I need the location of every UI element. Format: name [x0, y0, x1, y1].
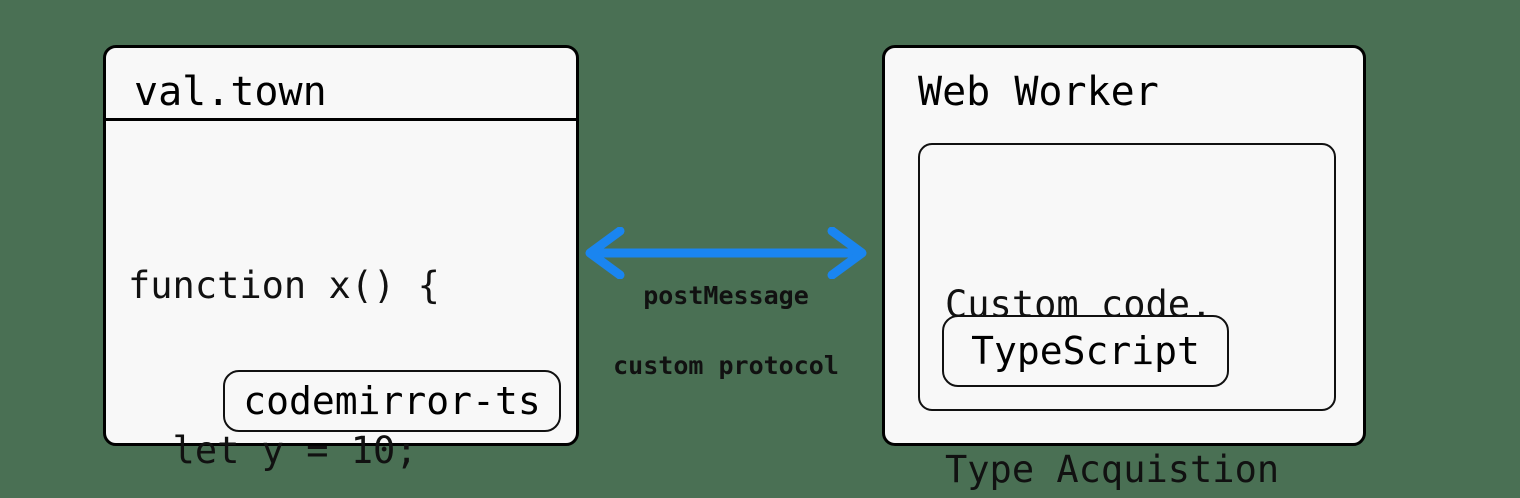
typescript-badge: TypeScript [942, 315, 1229, 387]
web-worker-title: Web Worker [918, 69, 1159, 115]
codemirror-ts-badge: codemirror-ts [223, 370, 561, 432]
double-headed-arrow-icon [585, 227, 867, 279]
code-line-text: let y = 10; [128, 429, 418, 472]
web-worker-inner-panel: Custom code, Type Acquistion TypeScript [918, 143, 1336, 491]
code-line: let y = 10; [128, 423, 440, 478]
postmessage-connector [576, 227, 876, 279]
valtown-node: val.town function x() { let y = 10; retu… [103, 45, 579, 472]
connector-label-postmessage: postMessage [643, 281, 809, 310]
web-worker-node: Web Worker Custom code, Type Acquistion … [882, 45, 1366, 491]
inner-text-line: Type Acquistion [945, 448, 1280, 491]
code-line: function x() { [128, 258, 440, 313]
code-line-text: function x() { [128, 264, 440, 307]
valtown-code-block: function x() { let y = 10; return y. } [128, 148, 440, 498]
valtown-title: val.town [134, 69, 327, 115]
valtown-title-divider [103, 118, 579, 121]
connector-label-custom-protocol: custom protocol [613, 351, 839, 380]
